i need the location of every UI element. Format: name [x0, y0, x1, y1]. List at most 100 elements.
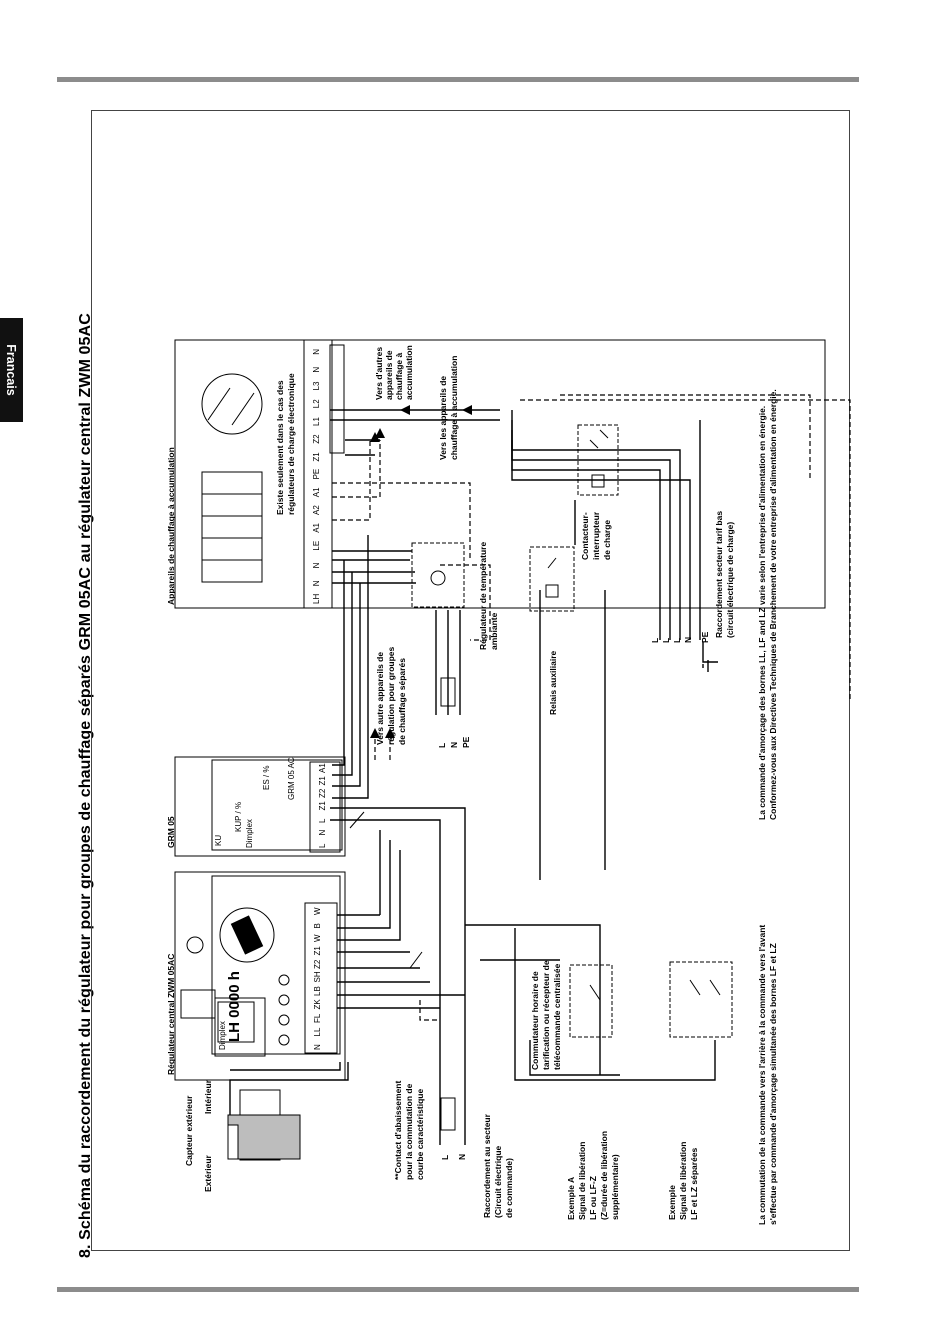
zwm-terminal: LB [313, 986, 322, 996]
label-contact-abaissement-3: courbe caractéristique [415, 1088, 425, 1180]
label-contacteur-3: de charge [602, 519, 612, 560]
label-exemple-2: Signal de libération [678, 1141, 688, 1220]
zwm-terminal: N [313, 1044, 322, 1050]
zwm-terminal: W [313, 934, 322, 942]
label-contact-abaissement-2: pour la commutation de [404, 1083, 414, 1180]
label-control-l: L [440, 1154, 450, 1160]
bottom-rule [57, 1287, 859, 1292]
zwm05-display [217, 1001, 255, 1043]
label-thermostat-n: N [449, 741, 459, 748]
top-rule [57, 77, 859, 82]
label-thermostat-l: L [437, 742, 447, 748]
label-contact-abaissement-1: **Contact d'abaissement [393, 1080, 403, 1180]
label-vers-autres-1: Vers d'autres [374, 346, 384, 400]
label-control-n: N [457, 1153, 467, 1160]
label-raccordement-tarif-2: (circuit électrique de charge) [725, 521, 735, 638]
zwm-terminal: W [313, 907, 322, 915]
appareils-terminal: L3 [312, 381, 321, 391]
appareils-terminal-strip [303, 339, 333, 609]
label-grm-model: GRM 05 AC [287, 757, 296, 800]
label-regulateur-central: Régulateur central ZWM 05AC [166, 953, 176, 1075]
grm-terminal: Z1 [318, 801, 327, 811]
label-supply-n: N [683, 636, 693, 643]
label-appareils: Appareils de chauffage à accumulation [166, 447, 176, 605]
label-vers-les-2: chauffage à accumulation [449, 355, 459, 460]
label-exemple-a-2: Signal de libération [577, 1141, 587, 1220]
appareils-terminal: A2 [312, 505, 321, 515]
label-grm-ep: ES / % [262, 765, 271, 790]
label-exemple-1: Exemple [667, 1185, 677, 1220]
appareils-panel [201, 471, 263, 583]
label-thermostat-pe: PE [461, 736, 471, 748]
label-grm-kup: KUP / % [234, 801, 243, 832]
grm-terminal: N [318, 829, 327, 836]
zwm05-face [211, 875, 341, 1055]
label-grm05: GRM 05 [166, 816, 176, 848]
language-tab [0, 318, 23, 422]
grm05-box [174, 756, 346, 857]
label-supply-l1: L [650, 637, 660, 643]
label-contacteur-1: Contacteur- [580, 512, 590, 560]
label-regulateur-temp-2: ambiante [489, 612, 499, 650]
appareils-terminal: A1 [312, 523, 321, 533]
appareils-terminal: N [312, 580, 321, 587]
label-vers-autres-4: accumulation [404, 345, 414, 400]
label-vers-autres-2: appareils de [384, 350, 394, 400]
label-grm-ku: KU [214, 834, 223, 846]
label-existe-2: régulateurs de charge électronique [286, 373, 296, 515]
label-commutateur-1: Commutateur horaire de [530, 971, 540, 1070]
capteur-exterieur-block [227, 1114, 301, 1160]
label-interieur: Intérieur [203, 1079, 213, 1114]
label-raccordement-secteur-2: (Circuit électrique [493, 1145, 503, 1218]
zwm-terminal: LL [313, 1027, 322, 1037]
label-commutation-note-1: La commutation de la commande vers l'arr… [757, 924, 767, 1225]
grm05-terminal-strip [309, 761, 341, 853]
label-supply-l2: L [661, 637, 671, 643]
appareils-terminal: LE [312, 540, 321, 551]
grm-terminal: Z1 [318, 776, 327, 786]
label-grm-brand: Dimplex [245, 819, 254, 848]
label-exemple-3: LF et LZ séparées [689, 1147, 699, 1220]
grm-terminal: L [318, 818, 327, 823]
label-vers-autres-3: chauffage à [394, 352, 404, 400]
label-commutation-note-2: s'effectue par commande d'amorçage simul… [768, 943, 778, 1225]
grm-terminal: A1 [318, 763, 327, 773]
zwm-terminal: Z1 [313, 946, 322, 956]
label-regulateur-temp-1: Régulateur de température [478, 541, 488, 650]
label-vers-autre-reg-2: régulation pour groupes [386, 646, 396, 745]
appareils-dial [201, 373, 263, 435]
label-exemple-a-1: Exemple A [566, 1176, 576, 1220]
appareils-terminal: N [312, 366, 321, 373]
label-contacteur-2: interrupteur [591, 511, 601, 560]
label-existe-1: Existe seulement dans le cas des [275, 380, 285, 515]
relais-box [529, 546, 575, 612]
label-commutateur-2: tarification ou récepteur de [541, 960, 551, 1070]
zwm-terminal: FL [313, 1013, 322, 1023]
thermostat-box [411, 542, 465, 608]
appareils-terminal: Z1 [312, 452, 321, 462]
label-raccordement-secteur-1: Raccordement au secteur [482, 1114, 492, 1218]
zwm-terminal: SH [313, 971, 322, 983]
zwm05-terminal-strip [304, 902, 338, 1054]
label-vers-autre-reg-1: Vers autre appareils de [375, 651, 385, 745]
label-capteur-exterieur: Capteur extérieur [184, 1095, 194, 1166]
label-exemple-a-5: supplémentaire) [610, 1154, 620, 1220]
commutateur-a-box [569, 964, 613, 1038]
appareils-terminal: N [312, 349, 321, 355]
grm05-inner [211, 759, 343, 851]
label-commande-note-2: Conformez-vous aux Directives Techniques… [768, 389, 778, 820]
appareils-terminal: A1 [312, 487, 321, 498]
appareils-terminal: LH [312, 593, 321, 604]
appareils-box [174, 339, 826, 609]
label-raccordement-tarif-1: Raccordement secteur tarif bas [714, 510, 724, 638]
label-vers-les-1: Vers les appareils de [438, 375, 448, 460]
label-supply-l3: L [672, 637, 682, 643]
grm-terminal: L [318, 843, 327, 848]
label-commande-note-1: La commande d'amorçage des bornes LL, LF… [757, 405, 767, 820]
label-vers-autre-reg-3: de chauffage séparés [397, 658, 407, 745]
label-zwm-display: LH 0000 h [226, 971, 243, 1042]
zwm-terminal: Z2 [313, 959, 322, 969]
appareils-terminal: PE [312, 468, 321, 480]
appareils-terminal: Z2 [312, 434, 321, 444]
